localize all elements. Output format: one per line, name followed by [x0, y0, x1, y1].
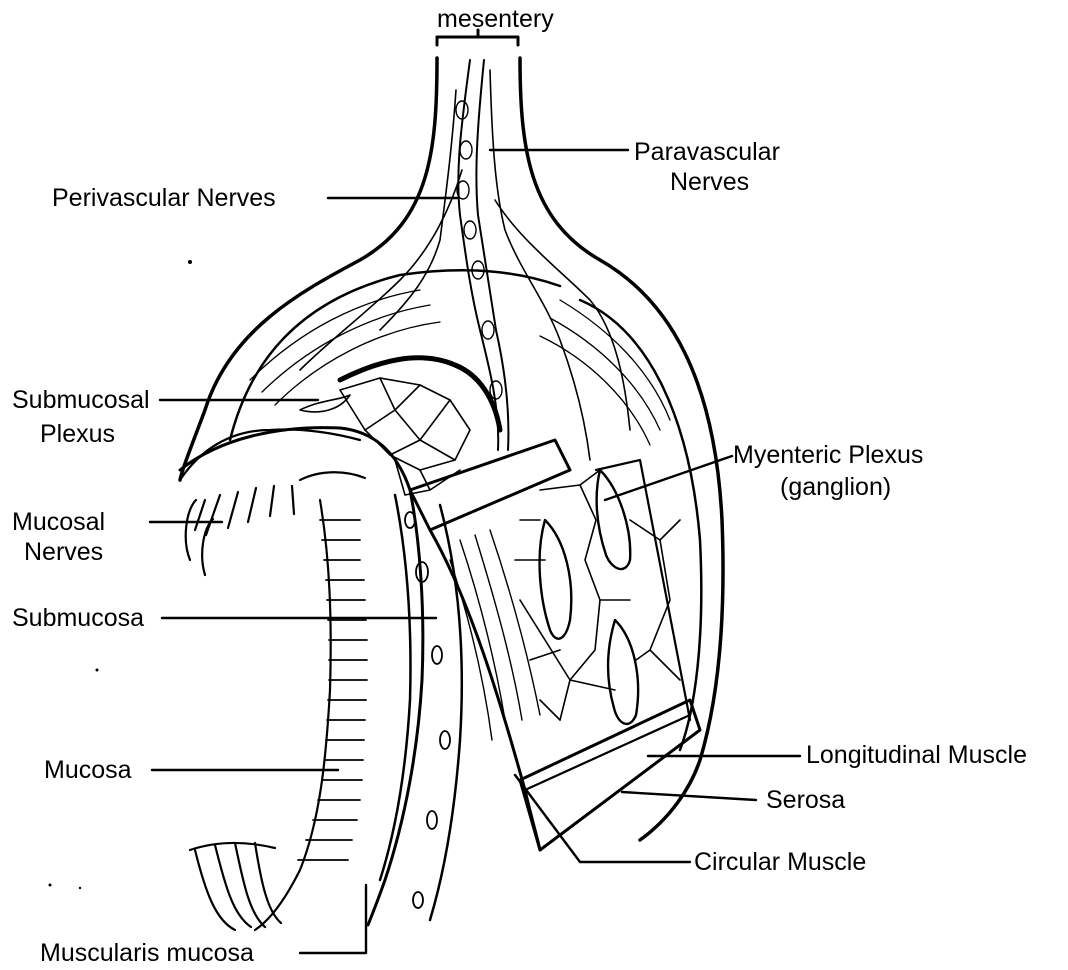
label-muscularis-mucosa: Muscularis mucosa	[40, 939, 254, 967]
label-submucosal-plexus-1: Submucosal	[12, 386, 150, 414]
specks	[49, 260, 193, 889]
mesentery-vessels	[300, 60, 630, 460]
label-myenteric-plexus-2: (ganglion)	[780, 473, 891, 501]
leader-muscularis	[300, 885, 366, 953]
label-circular-muscle: Circular Muscle	[694, 848, 866, 876]
label-perivascular-nerves: Perivascular Nerves	[52, 184, 276, 212]
label-mucosa: Mucosa	[44, 756, 132, 784]
mucosa-villi	[180, 429, 367, 930]
label-submucosa: Submucosa	[12, 604, 144, 632]
label-paravascular-1: Paravascular	[634, 138, 780, 166]
label-mesentery: mesentery	[437, 5, 554, 33]
label-paravascular-2: Nerves	[670, 168, 749, 196]
label-submucosal-plexus-2: Plexus	[40, 420, 115, 448]
leader-serosa	[622, 792, 756, 800]
muscle-cut-block	[410, 440, 700, 850]
label-serosa: Serosa	[766, 786, 845, 814]
label-longitudinal-muscle: Longitudinal Muscle	[806, 741, 1027, 769]
label-mucosal-nerves-2: Nerves	[24, 538, 103, 566]
label-mucosal-nerves-1: Mucosal	[12, 508, 105, 536]
label-myenteric-plexus-1: Myenteric Plexus	[733, 441, 923, 469]
